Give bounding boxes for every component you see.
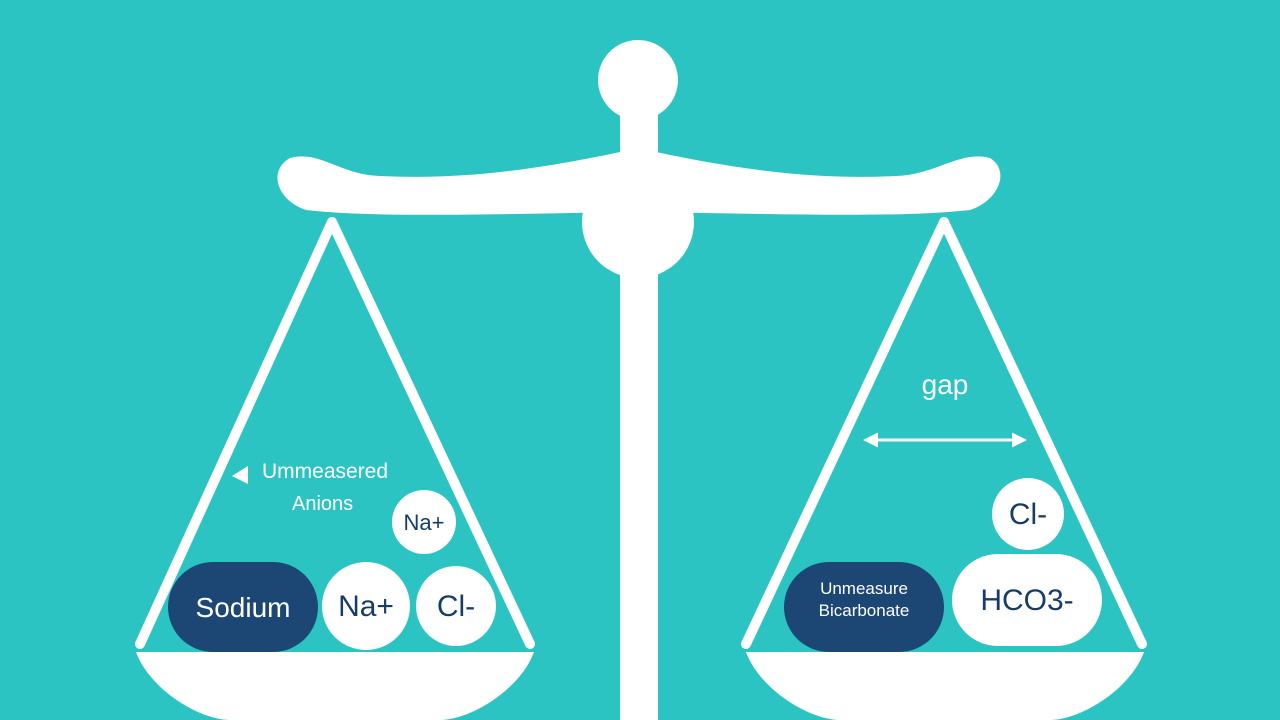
scale-stand	[582, 40, 694, 720]
left-hanger-line-outer	[135, 217, 337, 649]
scale-top-knob	[598, 40, 678, 120]
left-pan	[136, 652, 534, 720]
right-pan	[746, 652, 1144, 720]
hco3-bubble	[952, 554, 1102, 646]
small-ion-label: Na+	[404, 510, 445, 535]
badge-line1: Unmeasure	[820, 579, 908, 598]
cl-top-bubble	[992, 478, 1064, 550]
hco3-label: HCO3-	[980, 584, 1073, 617]
right-hanger-line-outer	[939, 217, 1147, 649]
right-pan-contents: gap Cl- Unmeasure Bicarbonate HCO3-	[784, 369, 1102, 652]
unmeasured-bicarbonate-badge	[784, 562, 944, 652]
gap-label: gap	[922, 369, 969, 400]
left-hanger	[135, 217, 535, 649]
cl-ion-label: Cl-	[437, 590, 475, 623]
right-hanger	[741, 217, 1147, 649]
unmeasured-note-line1: Ummeasered	[262, 460, 388, 483]
badge-line2: Bicarbonate	[819, 601, 910, 620]
left-hanger-line-inner	[327, 217, 535, 649]
scale-beam	[277, 148, 1001, 215]
na-ion-bubble	[322, 562, 410, 650]
na-ion-label: Na+	[338, 590, 394, 623]
unmeasured-note-line2: Anions	[292, 493, 353, 515]
right-hanger-line-inner	[741, 217, 949, 649]
cl-ion-bubble	[416, 566, 496, 646]
sodium-badge	[168, 562, 318, 652]
left-pan-contents: Ummeasered Anions Na+ Sodium Na+ Cl-	[168, 460, 496, 652]
sodium-badge-label: Sodium	[196, 592, 291, 623]
cl-top-label: Cl-	[1009, 498, 1047, 531]
pointer-triangle-icon	[232, 466, 248, 484]
small-ion-bubble	[392, 490, 456, 554]
